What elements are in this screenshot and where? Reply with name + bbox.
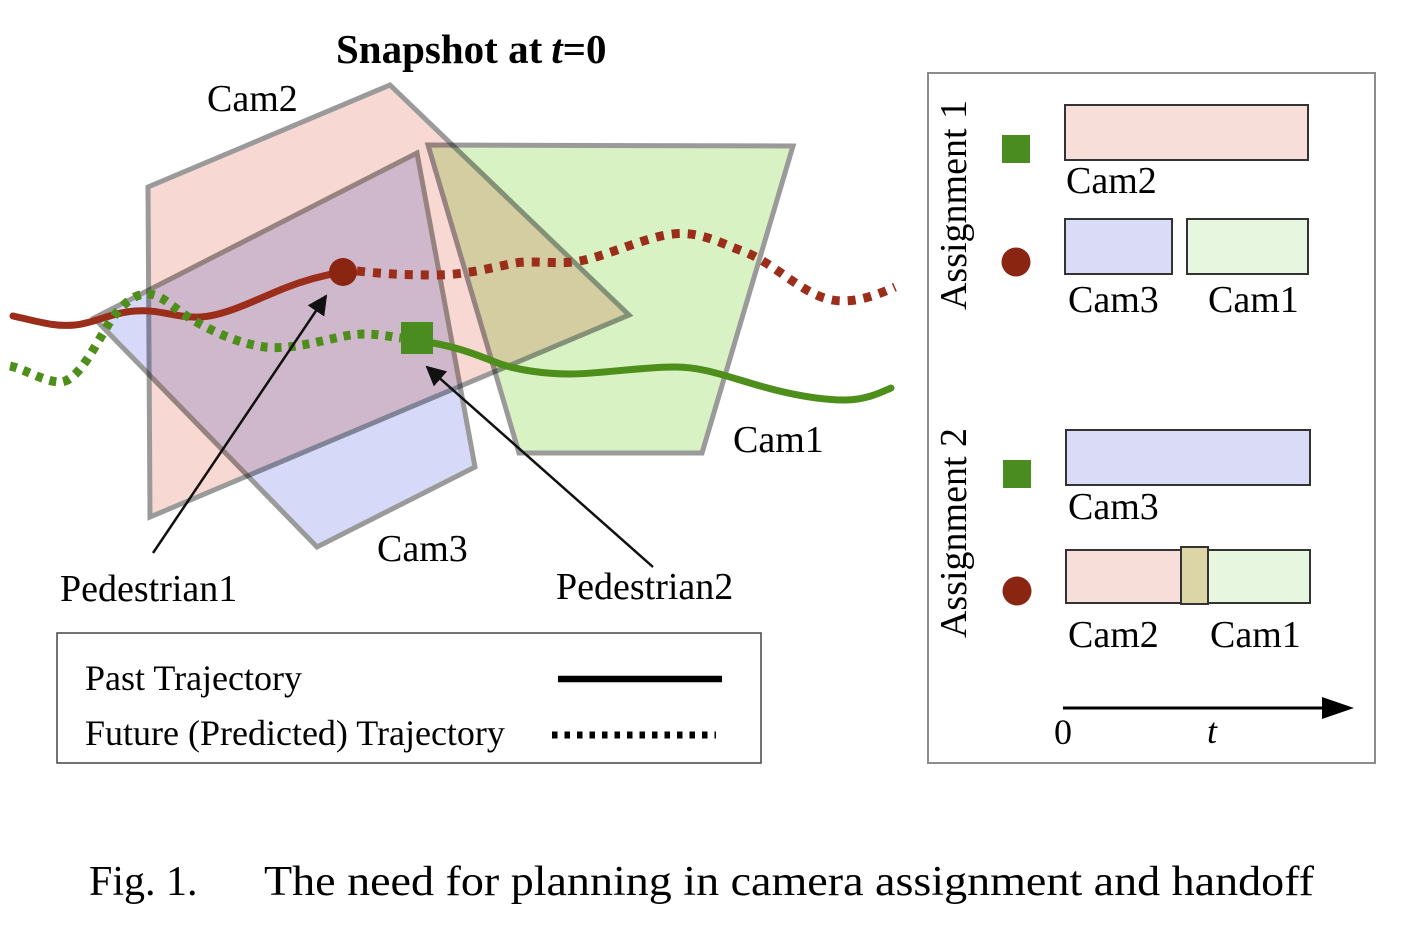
pedestrian1-marker [329,258,357,286]
time-axis-t-label: t [1207,711,1218,751]
assignment2-cam3-bar [1065,429,1311,486]
figure-caption: Fig. 1. The need for planning in camera … [89,859,1314,905]
cam3-label: Cam3 [377,528,468,570]
assignment2-cam2-bar-label: Cam2 [1068,614,1159,656]
time-axis-origin-label: 0 [1054,712,1072,752]
assignment2-cam2-bar [1065,549,1182,604]
cam3-fov-polygon [89,149,478,551]
trajectory-legend: Past Trajectory Future (Predicted) Traje… [56,632,762,764]
assignment2-green-square-marker [1003,460,1031,488]
caption-number: Fig. 1. [89,859,198,905]
legend-past-label: Past Trajectory [85,658,302,698]
assignment2-red-circle-marker [1002,576,1032,606]
cam2-label: Cam2 [207,78,298,120]
assignment1-cam1-bar-label: Cam1 [1208,279,1299,321]
assignment2-cam3-bar-label: Cam3 [1068,486,1159,528]
legend-box [56,632,762,764]
assignment1-cam1-bar [1186,218,1309,275]
pedestrian2-label: Pedestrian2 [556,566,733,608]
cam1-fov-polygon [424,142,797,456]
pedestrian1-past-trajectory [9,268,347,329]
pedestrian2-marker [401,322,433,354]
pedestrian2-arrow [425,365,654,568]
assignment2-label: Assignment 2 [933,428,975,638]
pedestrian2-past-trajectory [429,339,895,404]
panel-border [927,72,1376,764]
cam1-label: Cam1 [733,419,824,461]
legend-future-label: Future (Predicted) Trajectory [85,713,505,753]
assignment2-handoff-overlap-bar [1180,546,1209,605]
assignment1-red-circle-marker [1001,247,1031,277]
caption-text: The need for planning in camera assignme… [264,859,1314,905]
time-axis-arrowhead [1322,697,1354,719]
assignment1-label: Assignment 1 [933,100,975,310]
assignment1-cam2-bar [1064,104,1309,161]
assignment-timeline-panel: Assignment 1 Cam2 Cam3 Cam1 Assignment 2… [927,72,1376,764]
assignment1-cam2-bar-label: Cam2 [1066,160,1157,202]
pedestrian1-label: Pedestrian1 [60,568,237,610]
assignment1-cam3-bar-label: Cam3 [1068,279,1159,321]
pedestrian1-arrow [151,294,328,554]
pedestrian1-future-trajectory [356,229,897,306]
assignment2-cam1-bar [1207,549,1311,604]
assignment1-green-square-marker [1002,135,1030,163]
assignment1-cam3-bar [1064,218,1173,275]
assignment2-cam1-bar-label: Cam1 [1210,614,1301,656]
pedestrian2-future-trajectory [8,289,402,387]
